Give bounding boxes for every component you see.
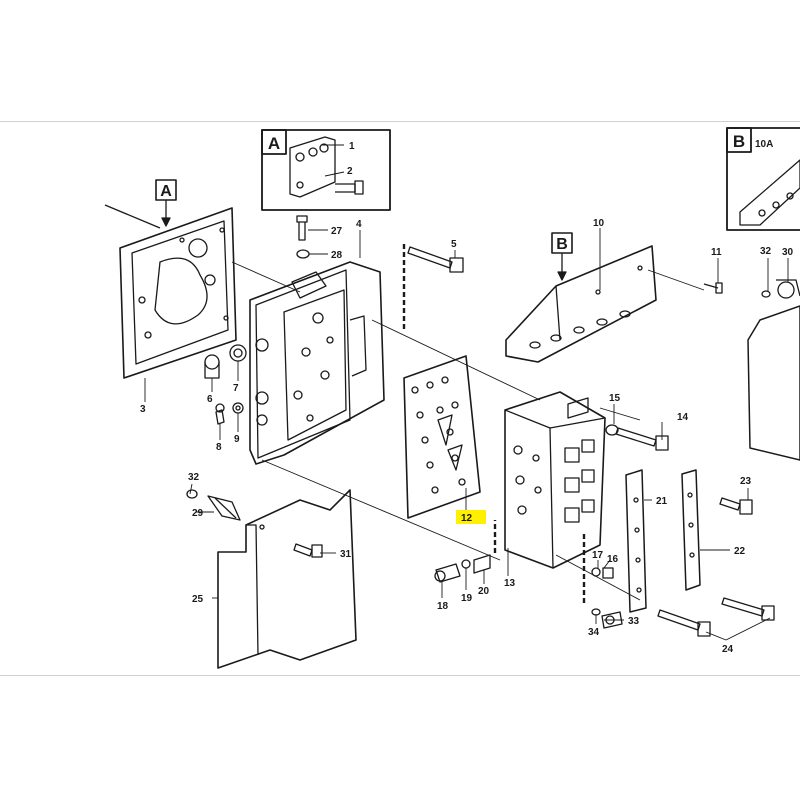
frame-bottom-line bbox=[0, 675, 800, 676]
callout-34: 34 bbox=[588, 627, 600, 638]
frame-top-line bbox=[0, 121, 800, 122]
callout-28: 28 bbox=[331, 250, 343, 261]
view-a-marker-label: A bbox=[160, 183, 172, 200]
callout-27: 27 bbox=[331, 226, 343, 237]
clamp-part-30 bbox=[776, 279, 800, 299]
bolt-part-31 bbox=[293, 543, 323, 558]
view-b-marker: B bbox=[551, 232, 573, 281]
callout-18: 18 bbox=[437, 601, 449, 612]
seal-ring-part-7 bbox=[229, 344, 247, 362]
strip-part-21 bbox=[625, 469, 647, 613]
callout-29: 29 bbox=[192, 508, 204, 519]
callout-23: 23 bbox=[740, 476, 752, 487]
callout-17: 17 bbox=[592, 550, 604, 561]
bolts-part-24 bbox=[657, 597, 775, 637]
valve-part-17 bbox=[591, 567, 601, 577]
washer-part-9 bbox=[232, 402, 244, 414]
callout-9: 9 bbox=[234, 434, 240, 445]
callout-19: 19 bbox=[461, 593, 473, 604]
callout-24: 24 bbox=[722, 644, 734, 655]
callout-1: 1 bbox=[349, 141, 355, 152]
callout-22: 22 bbox=[734, 546, 746, 557]
bolt-part-5 bbox=[402, 244, 464, 332]
callout-20: 20 bbox=[478, 586, 490, 597]
callout-labels: 1 2 3 4 5 6 7 8 9 10 10A 11 12 13 14 15 … bbox=[140, 139, 794, 655]
bolt-part-14 bbox=[615, 427, 669, 451]
callout-32-right: 32 bbox=[760, 246, 772, 257]
bolt-part-11 bbox=[703, 282, 723, 294]
view-b-marker-label: B bbox=[556, 236, 568, 253]
callout-8: 8 bbox=[216, 442, 222, 453]
housing-part-4 bbox=[249, 261, 385, 465]
detail-view-b-label: B bbox=[733, 132, 745, 151]
callout-2: 2 bbox=[347, 166, 353, 177]
callout-32-left: 32 bbox=[188, 472, 200, 483]
callout-10: 10 bbox=[593, 218, 605, 229]
callout-4: 4 bbox=[356, 219, 362, 230]
valve-block-part-13 bbox=[504, 391, 606, 569]
housing-boss bbox=[291, 271, 327, 299]
callout-12-highlight bbox=[456, 510, 486, 524]
callout-21: 21 bbox=[656, 496, 668, 507]
strip-part-22 bbox=[681, 469, 701, 591]
callout-15: 15 bbox=[609, 393, 621, 404]
screw-part-16 bbox=[602, 567, 614, 579]
gasket-part-20 bbox=[473, 554, 491, 574]
bracket-part-10 bbox=[505, 245, 657, 363]
bolt-part-27 bbox=[296, 215, 308, 241]
callout-10a: 10A bbox=[755, 139, 773, 150]
callout-5: 5 bbox=[451, 239, 457, 250]
callout-14: 14 bbox=[677, 412, 689, 423]
view-a-marker: A bbox=[104, 179, 177, 229]
bolt-part-2 bbox=[335, 183, 356, 193]
washer-part-32-left bbox=[186, 489, 198, 499]
callout-31: 31 bbox=[340, 549, 352, 560]
plug-part-6 bbox=[204, 354, 220, 379]
ring-part-19 bbox=[461, 559, 471, 569]
detail-view-a-label: A bbox=[268, 134, 280, 153]
washer-part-32-right bbox=[761, 290, 771, 298]
cover-right bbox=[747, 305, 800, 461]
leader-lines bbox=[144, 144, 789, 641]
gasket-part-3 bbox=[119, 207, 237, 379]
callout-25: 25 bbox=[192, 594, 204, 605]
washer-part-28 bbox=[296, 249, 310, 259]
callout-3: 3 bbox=[140, 404, 146, 415]
detail-view-b-box: B bbox=[726, 127, 800, 231]
callout-6: 6 bbox=[207, 394, 213, 405]
bracket-part-1 bbox=[289, 136, 336, 198]
washer-part-15 bbox=[605, 424, 619, 436]
bracket-part-10a bbox=[739, 159, 800, 226]
fitting-part-18 bbox=[434, 563, 461, 583]
separator-plate-part-12 bbox=[403, 355, 497, 553]
callout-33: 33 bbox=[628, 616, 640, 627]
clip-part-29 bbox=[207, 495, 241, 521]
cover-part-25 bbox=[217, 489, 357, 669]
callout-13: 13 bbox=[504, 578, 516, 589]
housing-slot bbox=[349, 315, 367, 377]
callout-7: 7 bbox=[233, 383, 239, 394]
callout-12: 12 bbox=[461, 513, 473, 524]
callout-30: 30 bbox=[782, 247, 794, 258]
callout-16: 16 bbox=[607, 554, 619, 565]
screw-part-8 bbox=[215, 403, 225, 425]
detail-view-a-box: A bbox=[261, 129, 391, 211]
callout-11: 11 bbox=[711, 247, 722, 258]
bolt-part-23 bbox=[719, 497, 753, 515]
